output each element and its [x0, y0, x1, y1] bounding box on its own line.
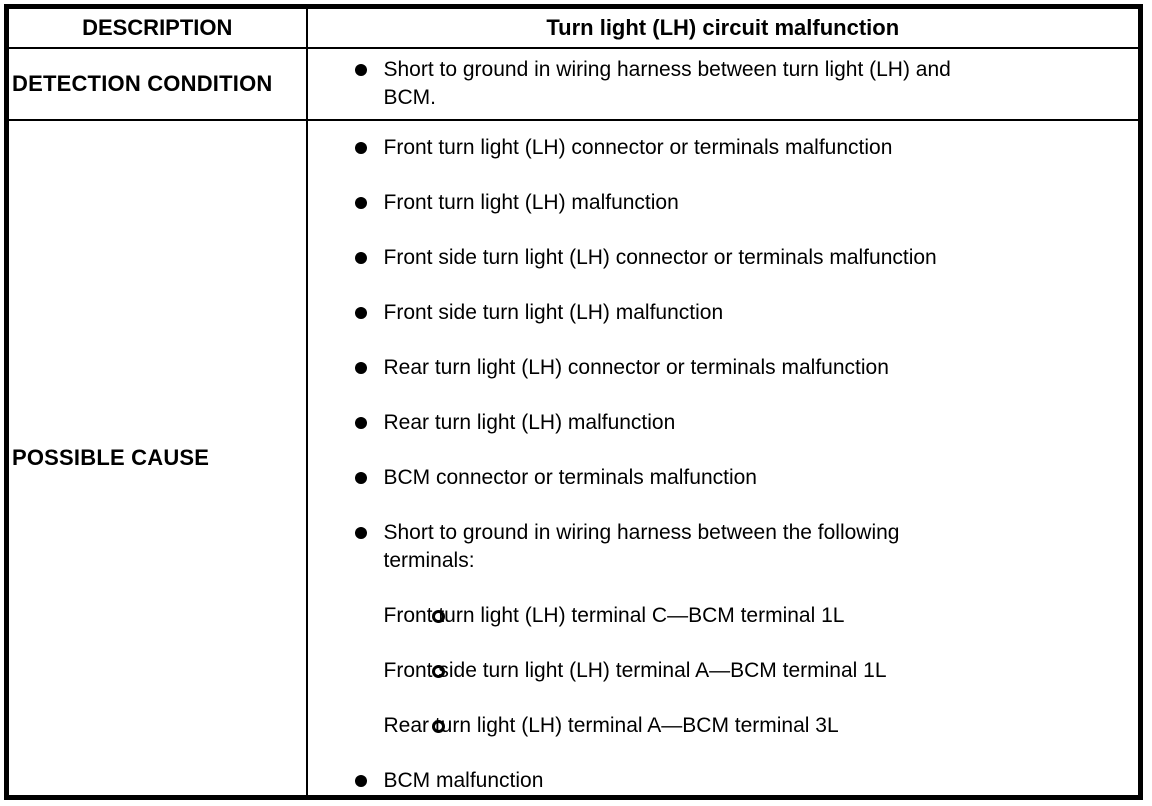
possible-cause-label: POSSIBLE CAUSE	[5, 118, 308, 799]
bullet-icon	[354, 141, 367, 154]
list-item: BCM connector or terminals malfunction	[308, 464, 1127, 492]
list-item-text: Front side turn light (LH) malfunction	[383, 300, 724, 324]
list-item-text: Short to ground in wiring harness betwee…	[383, 520, 900, 572]
list-item-text: Front side turn light (LH) connector or …	[383, 245, 937, 269]
list-item-text: Rear turn light (LH) connector or termin…	[383, 355, 889, 379]
list-item-text: BCM malfunction	[383, 768, 544, 792]
list-item: Front side turn light (LH) connector or …	[308, 244, 1127, 272]
list-item: Short to ground in wiring harness betwee…	[308, 56, 1127, 112]
list-item: Rear turn light (LH) malfunction	[308, 409, 1127, 437]
list-item: Short to ground in wiring harness betwee…	[308, 519, 1127, 575]
list-item-text: Rear turn light (LH) malfunction	[383, 410, 676, 434]
detection-condition-row: DETECTION CONDITION Short to ground in w…	[5, 46, 1142, 121]
cause-items-list: Front turn light (LH) connector or termi…	[308, 134, 1127, 795]
hollow-bullet-icon	[431, 664, 445, 678]
bullet-icon	[354, 251, 367, 264]
hollow-bullet-icon	[431, 719, 445, 733]
list-item: Front turn light (LH) connector or termi…	[308, 134, 1127, 162]
bullet-icon	[354, 471, 367, 484]
list-item-text: Front turn light (LH) connector or termi…	[383, 135, 893, 159]
description-header-cell: DESCRIPTION	[5, 5, 308, 49]
list-item-text: Front side turn light (LH) terminal A—BC…	[383, 658, 887, 682]
sub-list-item: Front side turn light (LH) terminal A—BC…	[308, 657, 1127, 685]
list-item: Front side turn light (LH) malfunction	[308, 299, 1127, 327]
hollow-bullet-icon	[431, 609, 445, 623]
detection-items-list: Short to ground in wiring harness betwee…	[308, 56, 1127, 112]
detection-condition-label: DETECTION CONDITION	[5, 46, 308, 121]
bullet-icon	[354, 196, 367, 209]
bullet-icon	[354, 361, 367, 374]
list-item: BCM malfunction	[308, 767, 1127, 795]
possible-cause-content: Front turn light (LH) connector or termi…	[305, 118, 1142, 799]
bullet-icon	[354, 526, 367, 539]
list-item-text: Front turn light (LH) malfunction	[383, 190, 679, 214]
bullet-icon	[354, 774, 367, 787]
dtc-table: DESCRIPTION Turn light (LH) circuit malf…	[4, 4, 1143, 800]
sub-list-item: Front turn light (LH) terminal C—BCM ter…	[308, 602, 1127, 630]
list-item: Front turn light (LH) malfunction	[308, 189, 1127, 217]
list-item-text: Rear turn light (LH) terminal A—BCM term…	[383, 713, 839, 737]
bullet-icon	[354, 306, 367, 319]
sub-list-item: Rear turn light (LH) terminal A—BCM term…	[308, 712, 1127, 740]
list-item-text: Front turn light (LH) terminal C—BCM ter…	[383, 603, 845, 627]
list-item: Rear turn light (LH) connector or termin…	[308, 354, 1127, 382]
header-row: DESCRIPTION Turn light (LH) circuit malf…	[5, 5, 1142, 49]
detection-condition-content: Short to ground in wiring harness betwee…	[305, 46, 1142, 121]
bullet-icon	[354, 416, 367, 429]
dtc-title-cell: Turn light (LH) circuit malfunction	[305, 5, 1142, 49]
possible-cause-row: POSSIBLE CAUSE Front turn light (LH) con…	[5, 118, 1142, 799]
list-item-text: BCM connector or terminals malfunction	[383, 465, 757, 489]
list-item-text: Short to ground in wiring harness betwee…	[383, 57, 951, 109]
bullet-icon	[354, 63, 367, 76]
